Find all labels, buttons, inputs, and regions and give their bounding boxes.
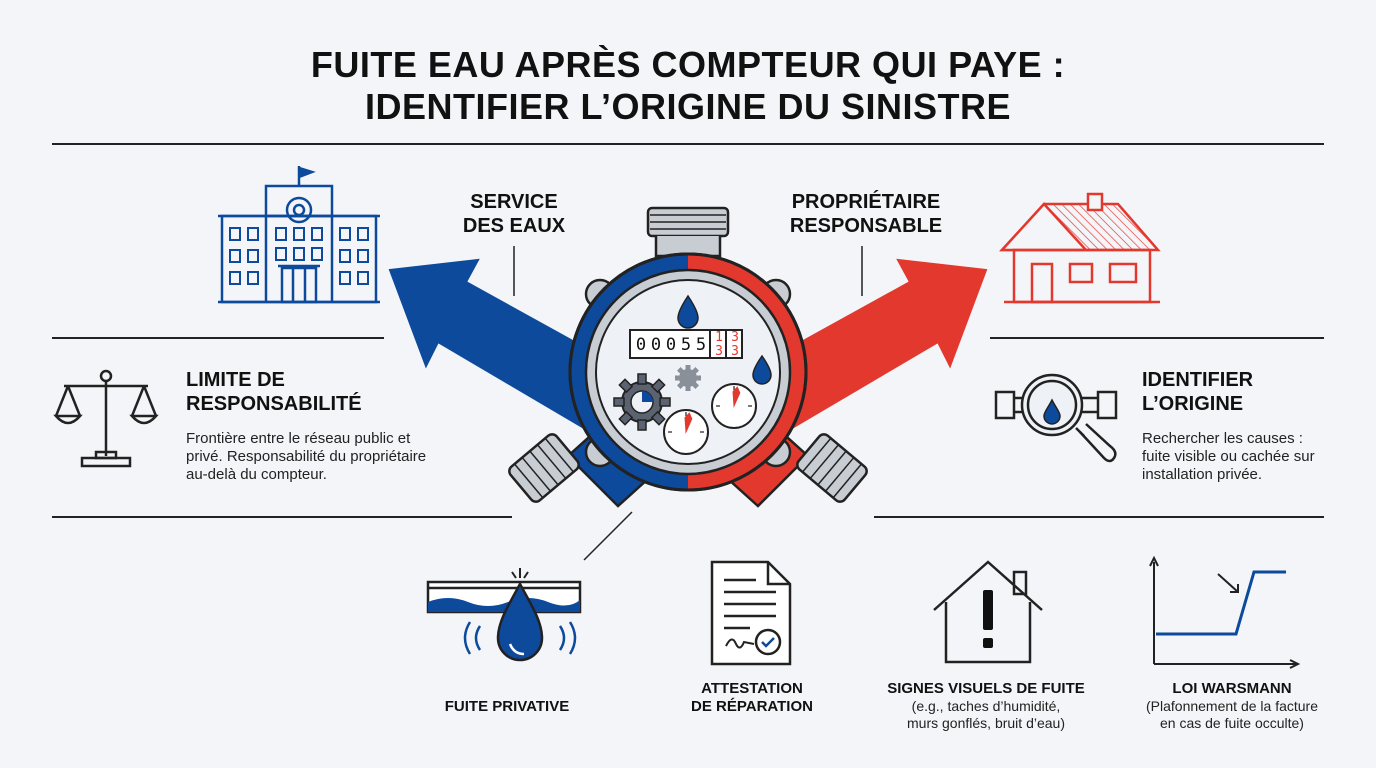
service-label-line-2: DES EAUX (462, 215, 566, 237)
warsmann-sub-line-1: (Plafonnement de la facture (1146, 698, 1318, 714)
loi-warsmann-caption: LOI WARSMANN (Plafonnement de la facture… (1124, 680, 1340, 732)
leak-pipe-icon (426, 568, 582, 662)
service-arrow-left (388, 258, 620, 430)
meter-red-digit-bottom: 3 (715, 344, 723, 359)
signes-sub-line-1: (e.g., taches d’humidité, (911, 698, 1061, 714)
meter-digit: 0 (650, 335, 662, 355)
capped-bill-chart-icon (1149, 555, 1301, 669)
divider-bottom-right (874, 516, 1324, 518)
signes-visuels-caption: SIGNES VISUELS DE FUITE (e.g., taches d’… (876, 680, 1096, 732)
limite-responsabilite-section: LIMITE DE RESPONSABILITÉ Frontière entre… (186, 368, 466, 484)
meter-red-digit-top: 3 (731, 330, 739, 345)
divider-mid-left (52, 337, 384, 339)
limite-title-line-1: LIMITE DE (186, 369, 285, 391)
meter-counter: 0 0 0 5 5 1 3 3 3 (632, 330, 742, 359)
title-line-1: FUITE EAU APRÈS COMPTEUR QUI PAYE : (310, 44, 1066, 85)
attestation-line-2: DE RÉPARATION (691, 698, 813, 715)
house-warning-icon (933, 560, 1043, 664)
certificate-document-icon (710, 560, 792, 666)
service-label-line-1: SERVICE (470, 191, 558, 213)
attestation-caption: ATTESTATION DE RÉPARATION (670, 680, 834, 716)
fuite-privative-caption: FUITE PRIVATIVE (444, 698, 570, 715)
scales-icon (53, 369, 159, 468)
page-title: FUITE EAU APRÈS COMPTEUR QUI PAYE : IDEN… (0, 44, 1376, 128)
meter-red-digit-top: 1 (715, 330, 723, 345)
divider-top (52, 143, 1324, 145)
owner-label-line-1: PROPRIÉTAIRE (791, 191, 941, 213)
water-meter-icon (508, 206, 868, 508)
meter-digit: 5 (695, 335, 707, 355)
meter-digit: 0 (635, 335, 647, 355)
title-line-2: IDENTIFIER L’ORIGINE DU SINISTRE (364, 86, 1012, 127)
warsmann-sub-line-2: en cas de fuite occulte) (1160, 715, 1304, 731)
identifier-title-line-1: IDENTIFIER (1142, 369, 1254, 391)
service-des-eaux-label: SERVICE DES EAUX (444, 190, 584, 238)
city-hall-icon (218, 166, 380, 304)
limite-desc-line-1: Frontière entre le réseau public et (186, 430, 411, 447)
identifier-origine-section: IDENTIFIER L’ORIGINE Rechercher les caus… (1142, 368, 1352, 484)
limite-desc-line-3: au-delà du compteur. (186, 466, 327, 483)
divider-bottom-left (52, 516, 512, 518)
limite-title-line-2: RESPONSABILITÉ (186, 393, 362, 415)
proprietaire-responsable-label: PROPRIÉTAIRE RESPONSABLE (776, 190, 956, 238)
meter-digit: 0 (665, 335, 677, 355)
identifier-desc-line-1: Rechercher les causes : (1142, 430, 1303, 447)
signes-title: SIGNES VISUELS DE FUITE (887, 680, 1085, 697)
attestation-line-1: ATTESTATION (701, 680, 803, 697)
meter-red-digit-bottom: 3 (731, 344, 739, 359)
divider-mid-right (990, 337, 1324, 339)
warsmann-title: LOI WARSMANN (1172, 680, 1292, 697)
magnifier-pipe-icon (994, 373, 1118, 463)
meter-digit: 5 (680, 335, 692, 355)
identifier-title-line-2: L’ORIGINE (1142, 393, 1244, 415)
house-icon (999, 192, 1161, 304)
signes-sub-line-2: murs gonflés, bruit d’eau) (907, 715, 1065, 731)
identifier-desc-line-2: fuite visible ou cachée sur (1142, 448, 1315, 465)
identifier-desc-line-3: installation privée. (1142, 466, 1263, 483)
owner-label-line-2: RESPONSABLE (789, 215, 943, 237)
limite-desc-line-2: privé. Responsabilité du propriétaire (186, 448, 427, 465)
